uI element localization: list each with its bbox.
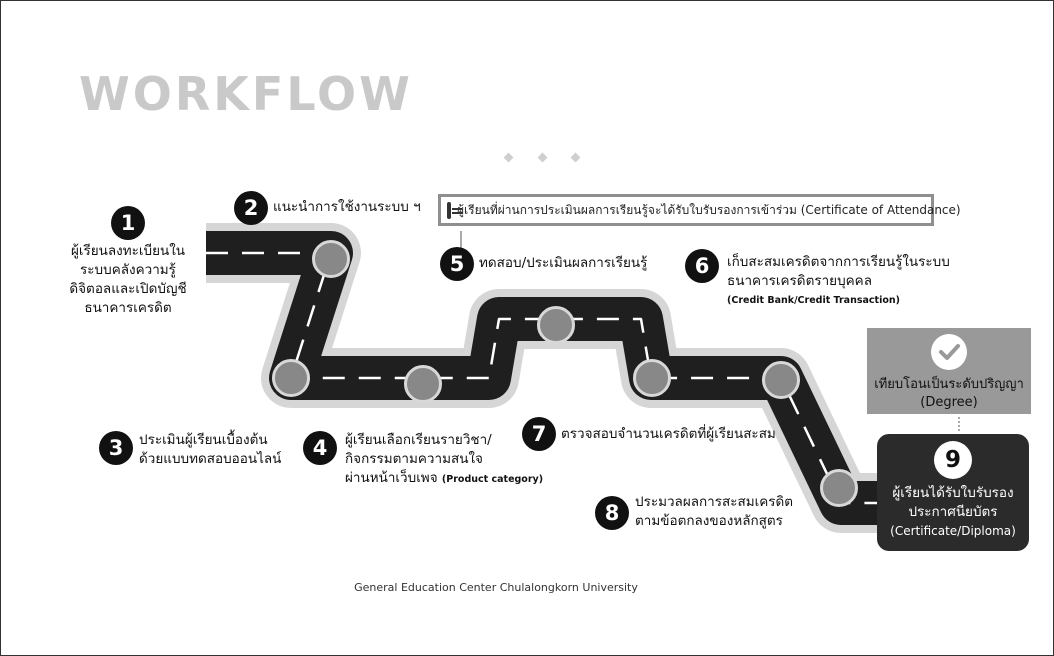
checklist-icon [537, 306, 575, 344]
step-6-number: 6 [685, 249, 719, 283]
check-icon [931, 334, 967, 370]
final-line-3: (Certificate/Diploma) [890, 524, 1016, 538]
step-9-number: 9 [934, 441, 972, 479]
degree-line-1: เทียบโอนเป็นระดับปริญญา [874, 377, 1024, 392]
page-title: WORKFLOW [79, 67, 413, 121]
certificate-icon [447, 201, 462, 219]
cycle-icon [820, 469, 858, 507]
books-icon [312, 240, 350, 278]
checklist-icon [762, 361, 800, 399]
monitor-book-icon [272, 359, 310, 397]
step-4-number: 4 [303, 431, 337, 465]
step-8-label: ประมวลผลการสะสมเครดิตตามข้อตกลงของหลักสู… [635, 494, 794, 529]
step-1-number: 1 [111, 206, 145, 240]
bank-icon [633, 359, 671, 397]
step-5-label: ทดสอบ/ประเมินผลการเรียนรู้ [479, 255, 648, 271]
attendance-banner: ผู้เรียนที่ผ่านการประเมินผลการเรียนรู้จะ… [438, 194, 961, 226]
step-5-number: 5 [440, 247, 474, 281]
step-6-label: เก็บสะสมเครดิตจากการเรียนรู้ในระบบธนาคาร… [727, 254, 950, 306]
step-2-label: แนะนำการใช้งานระบบ ฯ [273, 199, 421, 215]
smiley-icon [404, 365, 442, 403]
footer-text: General Education Center Chulalongkorn U… [354, 581, 638, 594]
step-3-label: ประเมินผู้เรียนเบื้องต้นด้วยแบบทดสอบออนไ… [139, 432, 282, 467]
degree-box: เทียบโอนเป็นระดับปริญญา (Degree) [867, 328, 1031, 414]
step-3-number: 3 [99, 431, 133, 465]
step-7-label: ตรวจสอบจำนวนเครดิตที่ผู้เรียนสะสม [561, 426, 776, 442]
step-2-number: 2 [234, 191, 268, 225]
final-line-2: ประกาศนียบัตร [908, 504, 998, 520]
step-1-label: ผู้เรียนลงทะเบียนในระบบคลังความรู้ดิจิตอ… [69, 243, 187, 316]
certificate-box: 9 ผู้เรียนได้รับใบรับรอง ประกาศนียบัตร (… [877, 434, 1029, 551]
step-4-label: ผู้เรียนเลือกเรียนรายวิชา/กิจกรรมตามความ… [345, 432, 544, 486]
degree-line-2: (Degree) [920, 395, 978, 410]
final-line-1: ผู้เรียนได้รับใบรับรอง [892, 485, 1014, 501]
step-8-number: 8 [595, 496, 629, 530]
step-7-number: 7 [522, 417, 556, 451]
banner-text: ผู้เรียนที่ผ่านการประเมินผลการเรียนรู้จะ… [457, 202, 961, 217]
